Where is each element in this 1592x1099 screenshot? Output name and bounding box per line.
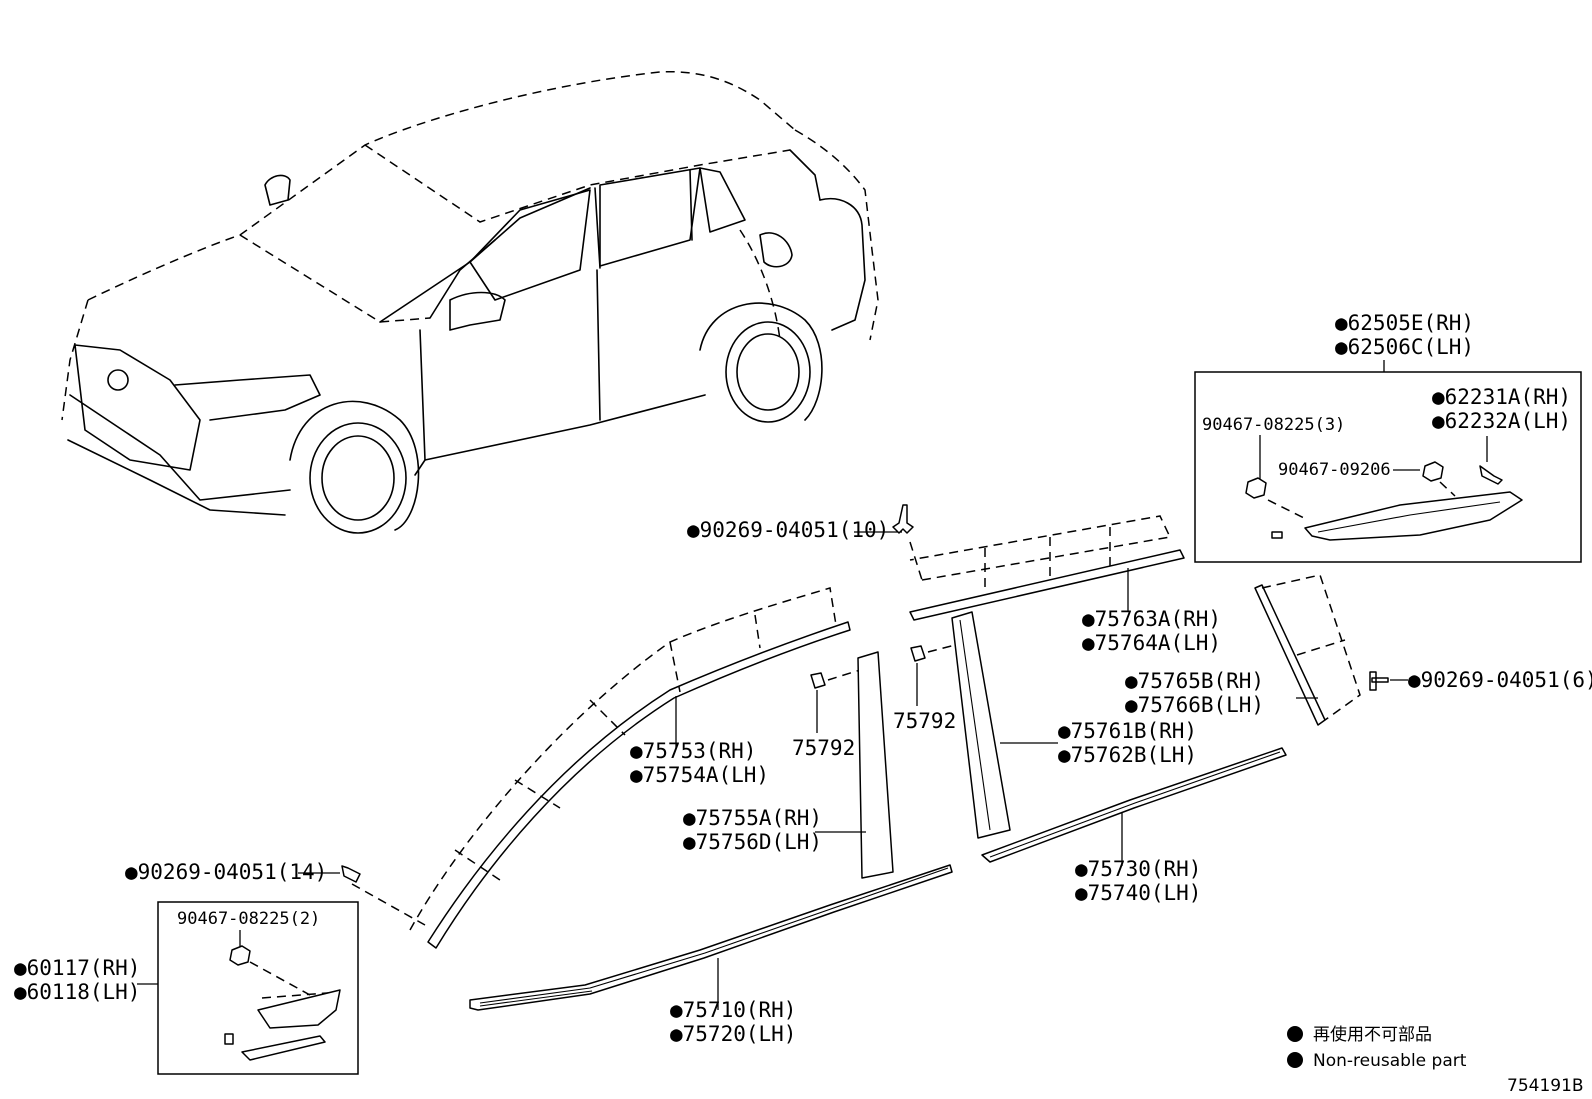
label-75763A: ●75763A(RH) (1082, 607, 1221, 631)
part-62505E-moulding (1304, 491, 1523, 541)
label-62506C: ●62506C(LH) (1335, 335, 1474, 359)
part-75765B-moulding (1254, 584, 1326, 726)
label-90269-04051-10: ●90269-04051(10) (687, 518, 889, 542)
label-75792-b: 75792 (893, 709, 956, 733)
legend-en: Non-reusable part (1313, 1051, 1467, 1071)
label-90269-04051-14: ●90269-04051(14) (125, 860, 327, 884)
pillar-garnish-group: 75792 75792 ●75755A(RH) ●75756D(LH) ●757… (683, 611, 1197, 879)
diagram-code: 754191B (1507, 1076, 1584, 1096)
bullet-icon (1287, 1052, 1303, 1068)
vehicle-illustration (61, 71, 879, 534)
clip-90467-08225-2-icon (229, 945, 251, 966)
belt-moulding-group: ●75710(RH) ●75720(LH) ●75730(RH) ●75740(… (469, 747, 1287, 1046)
part-60117-strip (241, 1035, 326, 1061)
clip-90269-04051-6-icon (1369, 671, 1389, 691)
part-75753-moulding (427, 621, 851, 949)
label-60117: ●60117(RH) (14, 956, 140, 980)
label-75766B: ●75766B(LH) (1125, 693, 1264, 717)
label-75756D: ●75756D(LH) (683, 830, 822, 854)
label-62232A: ●62232A(LH) (1432, 409, 1571, 433)
label-75761B: ●75761B(RH) (1058, 719, 1197, 743)
part-75755A-garnish (857, 651, 894, 879)
small-pad-2-icon (224, 1033, 234, 1045)
clip-75792-b-icon (910, 645, 926, 662)
label-75754A: ●75754A(LH) (630, 763, 769, 787)
front-fender-moulding-group: 90467-08225(2) ●60117(RH) ●60118(LH) (14, 901, 359, 1075)
legend-jp: 再使用不可部品 (1313, 1024, 1432, 1045)
label-75753: ●75753(RH) (630, 739, 756, 763)
label-75765B: ●75765B(RH) (1125, 669, 1264, 693)
front-door-frame-moulding-group: ●75753(RH) ●75754A(LH) (409, 587, 851, 949)
clip-90269-04051-14-group: ●90269-04051(14) (125, 860, 426, 926)
rear-quarter-moulding-group: ●62505E(RH) ●62506C(LH) ●62231A(RH) ●622… (1194, 311, 1582, 563)
label-60118: ●60118(LH) (14, 980, 140, 1004)
clip-90467-08225-icon (1245, 477, 1267, 499)
label-75762B: ●75762B(LH) (1058, 743, 1197, 767)
label-75764A: ●75764A(LH) (1082, 631, 1221, 655)
label-62505E: ●62505E(RH) (1335, 311, 1474, 335)
label-90467-08225-2: 90467-08225(2) (177, 909, 320, 929)
part-75761B-garnish (951, 611, 1011, 839)
clip-90467-09206-icon (1422, 461, 1444, 482)
rear-pillar-moulding-group: ●75765B(RH) ●75766B(LH) ●90269-04051(6) (1125, 574, 1592, 726)
clip-75792-a-icon (810, 672, 826, 689)
label-75755A: ●75755A(RH) (683, 806, 822, 830)
small-pad-icon (1271, 531, 1283, 539)
part-75763A-moulding (909, 549, 1185, 621)
rear-moulding-detail-box (1194, 371, 1582, 563)
label-75730: ●75730(RH) (1075, 857, 1201, 881)
label-75710: ●75710(RH) (670, 998, 796, 1022)
label-90467-09206: 90467-09206 (1278, 460, 1391, 480)
label-75740: ●75740(LH) (1075, 881, 1201, 905)
roof-drip-moulding-group: ●90269-04051(10) ●75763A(RH) ●75764A(LH) (687, 504, 1221, 655)
label-90269-04051-6: ●90269-04051(6) (1408, 668, 1592, 692)
label-75792-a: 75792 (792, 736, 855, 760)
bullet-icon (1287, 1026, 1303, 1042)
part-75710-moulding (469, 864, 953, 1011)
clip-90269-04051-10-icon (892, 504, 914, 534)
legend: 再使用不可部品 Non-reusable part 754191B (1287, 1024, 1584, 1096)
clip-90269-04051-14-icon (341, 865, 361, 883)
part-62231A-icon (1479, 465, 1503, 485)
label-62231A: ●62231A(RH) (1432, 385, 1571, 409)
part-60117-moulding (257, 989, 341, 1029)
fender-moulding-detail-box (157, 901, 359, 1075)
label-75720: ●75720(LH) (670, 1022, 796, 1046)
label-90467-08225-3: 90467-08225(3) (1202, 415, 1345, 435)
